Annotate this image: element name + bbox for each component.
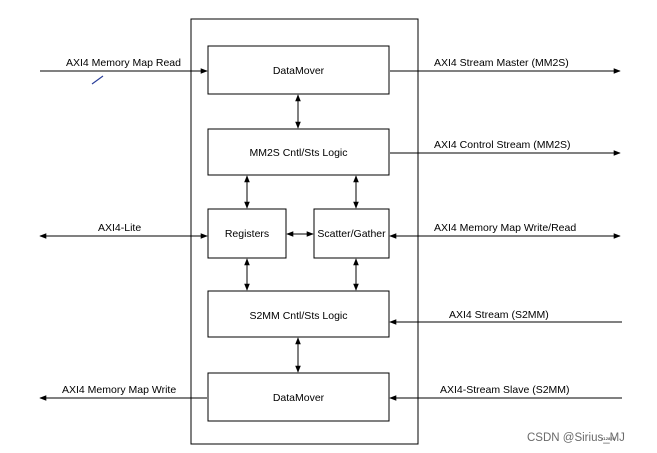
watermark: CSDN @Sirius_MJ xyxy=(527,432,625,444)
label-stream-master-mm2s: AXI4 Stream Master (MM2S) xyxy=(434,57,569,69)
registers-label: Registers xyxy=(225,228,269,240)
label-axi4-lite: AXI4-Lite xyxy=(98,222,141,234)
datamover-top-label: DataMover xyxy=(273,65,325,77)
annotation-stroke xyxy=(91,75,104,85)
figure-id: X12825 xyxy=(601,436,616,441)
label-mm-read: AXI4 Memory Map Read xyxy=(66,57,181,69)
label-mm-write: AXI4 Memory Map Write xyxy=(62,384,176,396)
datamover-bottom-block: DataMover xyxy=(207,372,390,422)
scatter-gather-label: Scatter/Gather xyxy=(317,228,386,240)
datamover-bottom-label: DataMover xyxy=(273,392,325,404)
scatter-gather-block: Scatter/Gather xyxy=(313,208,390,259)
label-stream-s2mm: AXI4 Stream (S2MM) xyxy=(449,309,549,321)
mm2s-logic-label: MM2S Cntl/Sts Logic xyxy=(249,147,347,159)
s2mm-logic-block: S2MM Cntl/Sts Logic xyxy=(207,290,390,338)
label-stream-slave-s2mm: AXI4-Stream Slave (S2MM) xyxy=(440,384,570,396)
label-mm-write-read: AXI4 Memory Map Write/Read xyxy=(434,222,576,234)
registers-block: Registers xyxy=(207,208,287,259)
s2mm-logic-label: S2MM Cntl/Sts Logic xyxy=(249,310,347,322)
mm2s-logic-block: MM2S Cntl/Sts Logic xyxy=(207,128,390,176)
label-control-stream-mm2s: AXI4 Control Stream (MM2S) xyxy=(434,139,571,151)
datamover-top-block: DataMover xyxy=(207,45,390,95)
